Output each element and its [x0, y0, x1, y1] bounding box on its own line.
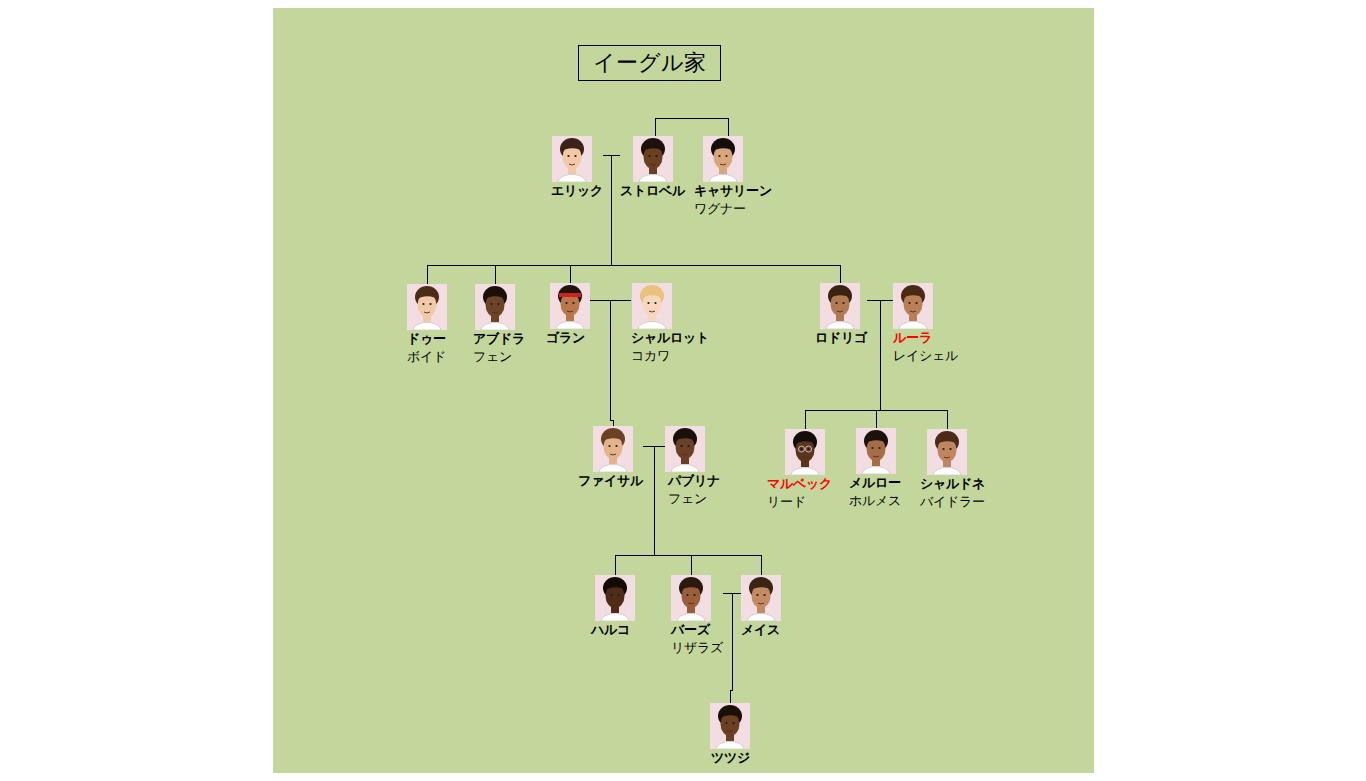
person: メイス — [741, 575, 781, 639]
family-line — [655, 118, 728, 136]
given-name: ストロベル — [620, 182, 685, 200]
portrait — [703, 136, 743, 182]
given-name: ファイサル — [578, 472, 643, 490]
person: ドゥーボイド — [407, 284, 447, 366]
person: キャサリーンワグナー — [694, 136, 772, 218]
given-name: ツツジ — [711, 749, 750, 767]
person: シャルドネバイドラー — [920, 429, 985, 511]
surname: バイドラー — [920, 493, 985, 511]
person: ルーラレイシェル — [893, 283, 958, 365]
person: バーズリザラズ — [671, 575, 723, 657]
given-name: シャルドネ — [920, 475, 985, 493]
person: シャルロットコカワ — [631, 283, 709, 365]
given-name: シャルロット — [631, 329, 709, 347]
family-line — [880, 300, 947, 429]
person: ゴラン — [546, 283, 590, 347]
given-name: ドゥー — [407, 330, 447, 348]
background-panel — [273, 8, 1094, 773]
portrait — [741, 575, 781, 621]
portrait — [595, 575, 635, 621]
portrait — [550, 283, 590, 329]
person: パブリナフェン — [665, 426, 720, 508]
portrait — [633, 136, 673, 182]
family-line — [611, 300, 632, 426]
given-name: ロドリゴ — [815, 329, 867, 347]
given-name: メルロー — [849, 474, 901, 492]
person: ストロベル — [620, 136, 685, 200]
given-name: メイス — [741, 621, 781, 639]
portrait — [671, 575, 711, 621]
person: ファイサル — [578, 426, 643, 490]
given-name: ゴラン — [546, 329, 590, 347]
surname: フェン — [473, 348, 525, 366]
surname: レイシェル — [893, 347, 958, 365]
portrait — [407, 284, 447, 330]
surname: フェン — [668, 490, 720, 508]
given-name: ハルコ — [591, 621, 635, 639]
person: メルローホルメス — [849, 428, 901, 510]
surname: ホルメス — [849, 492, 901, 510]
person: マルベックリード — [767, 429, 832, 511]
family-line — [730, 593, 741, 703]
person: エリック — [551, 136, 603, 200]
portrait — [893, 283, 933, 329]
family-line — [867, 300, 880, 428]
family-line — [876, 300, 893, 428]
portrait — [856, 428, 896, 474]
portrait — [665, 426, 705, 472]
person: ツツジ — [710, 703, 750, 767]
person: ハルコ — [591, 575, 635, 639]
surname: ボイド — [407, 348, 447, 366]
surname: ワグナー — [694, 200, 772, 218]
given-name: キャサリーン — [694, 182, 772, 200]
portrait — [820, 283, 860, 329]
portrait — [632, 283, 672, 329]
portrait — [710, 703, 750, 749]
portrait — [927, 429, 967, 475]
family-line — [723, 593, 732, 703]
person: アブドラフェン — [473, 284, 525, 366]
given-name: マルベック — [767, 475, 832, 493]
title-box: イーグル家 — [578, 45, 721, 81]
given-name: アブドラ — [473, 330, 525, 348]
family-line — [590, 300, 613, 426]
person: ロドリゴ — [815, 283, 867, 347]
given-name: パブリナ — [668, 472, 720, 490]
surname: リード — [767, 493, 832, 511]
portrait — [475, 284, 515, 330]
surname: リザラズ — [671, 639, 723, 657]
surname: コカワ — [631, 347, 709, 365]
given-name: エリック — [551, 182, 603, 200]
given-name: ルーラ — [893, 329, 958, 347]
portrait — [785, 429, 825, 475]
portrait — [593, 426, 633, 472]
portrait — [552, 136, 592, 182]
given-name: バーズ — [671, 621, 723, 639]
